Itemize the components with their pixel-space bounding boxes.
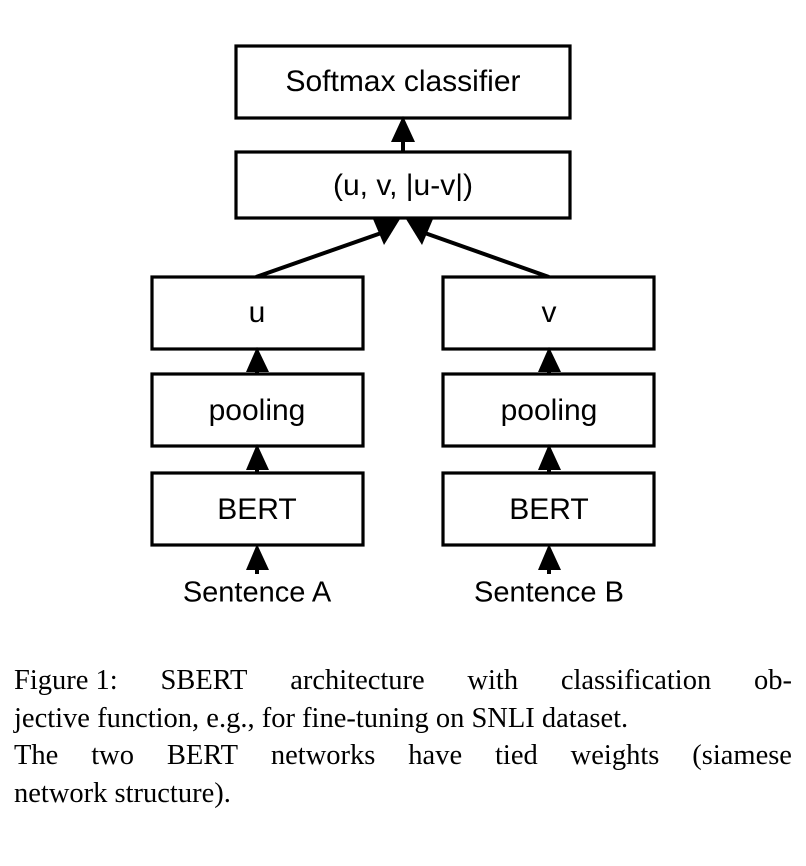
sentence-a-input-label: Sentence A [183,577,332,609]
caption-line-2: jective function, e.g., for fine-tuning … [14,702,629,734]
caption-w3: with [467,665,519,696]
concatenation-box [234,150,572,220]
softmax-classifier-label: Softmax classifier [285,65,520,98]
caption-w6: The [14,740,59,772]
arrow-pooling-left-to-u-head [246,347,269,372]
arrow-v-to-concat-shaft [421,230,550,279]
caption-w9: networks [270,740,376,772]
sbert-architecture-diagram: Softmax classifier (u, v, |u-v|) u [150,44,656,609]
arrow-bert-left-to-pooling-left [246,444,269,473]
arrow-pooling-right-to-v-head [538,347,561,372]
caption-w8: BERT [166,740,238,772]
softmax-classifier-box [234,44,572,120]
caption-w1: SBERT [160,665,248,696]
node-v: v [441,275,656,351]
arrow-sentence-b-to-bert-right [538,544,561,574]
arrow-pooling-left-to-u [246,347,269,374]
v-label: v [542,296,557,329]
caption-w7: two [91,740,134,772]
caption-w12: weights [570,740,660,772]
caption-w4: classification [560,665,712,696]
bert-left-box [150,471,365,547]
arrow-bert-right-to-pooling-right-head [538,444,561,470]
arrow-bert-right-to-pooling-right [538,444,561,473]
node-concatenation: (u, v, |u-v|) [234,150,572,220]
node-pooling-right: pooling [441,372,656,448]
pooling-right-label: pooling [501,394,598,427]
node-u: u [150,275,365,351]
concatenation-label: (u, v, |u-v|) [333,169,473,202]
figure-caption: Figure 1: SBERT architecture with classifica… [14,662,792,812]
node-bert-left: BERT [150,471,365,547]
pooling-left-label: pooling [209,394,306,427]
caption-w5: ob- [753,665,792,696]
caption-line-1: Figure 1: SBERT architecture with classifica… [14,662,792,700]
bert-right-box [441,471,656,547]
caption-w10: have [408,740,463,772]
sentence-b-input-label: Sentence B [474,577,624,609]
arrow-u-to-concat-head [373,219,400,245]
arrow-pooling-right-to-v [538,347,561,374]
arrow-concat-to-softmax-head [391,116,415,142]
arrow-u-to-concat-shaft [255,230,385,279]
bert-left-label: BERT [217,493,296,526]
node-bert-right: BERT [441,471,656,547]
node-pooling-left: pooling [150,372,365,448]
caption-w13: (siamese [692,740,792,772]
arrow-sentence-a-to-bert-left-head [246,544,269,570]
u-label: u [249,296,266,329]
caption-w11: tied [495,740,538,772]
caption-line-4: network structure). [14,777,231,809]
arrow-sentence-b-to-bert-right-head [538,544,561,570]
caption-figure-number: Figure 1: [14,665,118,696]
bert-right-label: BERT [509,493,588,526]
arrow-sentence-a-to-bert-left [246,544,269,574]
arrow-concat-to-softmax [391,116,415,152]
arrow-v-to-concat [406,219,550,279]
caption-w2: architecture [290,665,425,696]
node-softmax-classifier: Softmax classifier [234,44,572,120]
arrow-u-to-concat [255,219,400,279]
arrow-bert-left-to-pooling-left-head [246,444,269,470]
arrow-v-to-concat-head [406,219,433,245]
